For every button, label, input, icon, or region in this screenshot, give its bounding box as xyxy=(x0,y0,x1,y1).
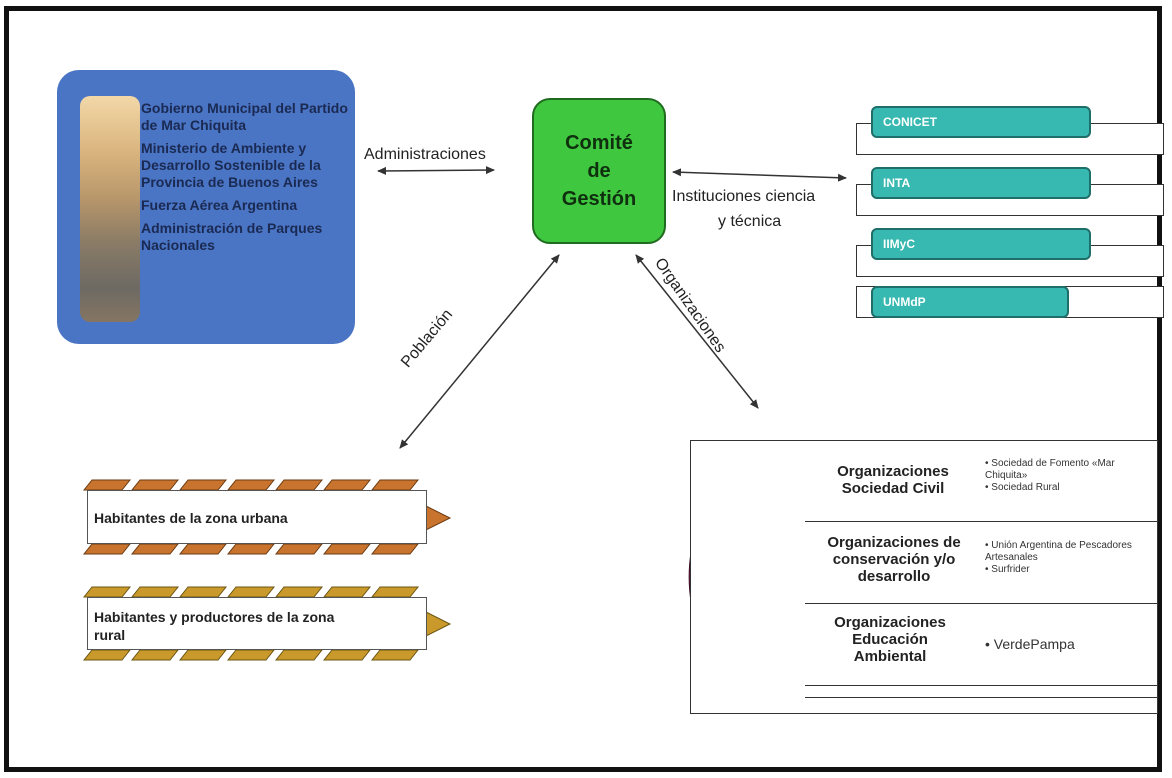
organizaciones-table xyxy=(690,440,1158,714)
poblacion-arrow xyxy=(399,254,560,449)
admin-arrow xyxy=(377,166,495,175)
admin-item: Fuerza Aérea Argentina xyxy=(141,197,298,213)
administraciones-list: Gobierno Municipal del Partido de Mar Ch… xyxy=(141,100,353,260)
org-title-educacion: Organizaciones Educación Ambiental xyxy=(834,614,946,665)
institution-tab-iimyc: IIMyC xyxy=(871,228,1091,260)
habitantes-rural-box: Habitantes y productores de la zona rura… xyxy=(87,597,427,650)
instituciones-label-line1: Instituciones ciencia xyxy=(672,188,816,205)
landscape-photo xyxy=(80,96,140,322)
comite-line: de xyxy=(587,160,611,182)
org-items-conservacion: • Unión Argentina de Pescadores Artesana… xyxy=(985,540,1145,576)
instituciones-arrow xyxy=(672,168,847,182)
diagram-frame xyxy=(4,6,1162,772)
org-row-conservacion xyxy=(805,522,1158,604)
org-row-civil xyxy=(805,442,1158,522)
org-title-conservacion: Organizaciones de conservación y/o desar… xyxy=(827,534,961,585)
org-row-empty xyxy=(805,686,1158,698)
instituciones-label-line2: y técnica xyxy=(718,213,782,230)
comite-gestion-node: Comité de Gestión xyxy=(532,98,666,244)
org-item: • VerdePampa xyxy=(985,636,1075,652)
habitantes-urbana-box: Habitantes de la zona urbana xyxy=(87,490,427,544)
org-items-civil: • Sociedad de Fomento «Mar Chiquita» • S… xyxy=(985,458,1135,494)
admin-item: Ministerio de Ambiente y Desarrollo Sost… xyxy=(141,140,321,190)
org-row-educacion xyxy=(805,604,1158,686)
institution-tab-unmdp: UNMdP xyxy=(871,286,1069,318)
administraciones-label: Administraciones xyxy=(364,146,486,163)
institution-tab-inta: INTA xyxy=(871,167,1091,199)
org-item: • Unión Argentina de Pescadores Artesana… xyxy=(985,540,1132,563)
org-items-educacion: • VerdePampa xyxy=(985,636,1135,652)
org-item: • Surfrider xyxy=(985,564,1030,575)
org-item: • Sociedad de Fomento «Mar Chiquita» xyxy=(985,458,1115,481)
admin-item: Administración de Parques Nacionales xyxy=(141,220,323,253)
admin-item: Gobierno Municipal del Partido de Mar Ch… xyxy=(141,100,348,133)
comite-line: Comité xyxy=(565,132,633,154)
institution-tab-conicet: CONICET xyxy=(871,106,1091,138)
org-title-civil: Organizaciones Sociedad Civil xyxy=(837,463,949,497)
organizaciones-arrow xyxy=(635,254,759,409)
comite-line: Gestión xyxy=(561,188,637,210)
org-item: • Sociedad Rural xyxy=(985,482,1060,493)
